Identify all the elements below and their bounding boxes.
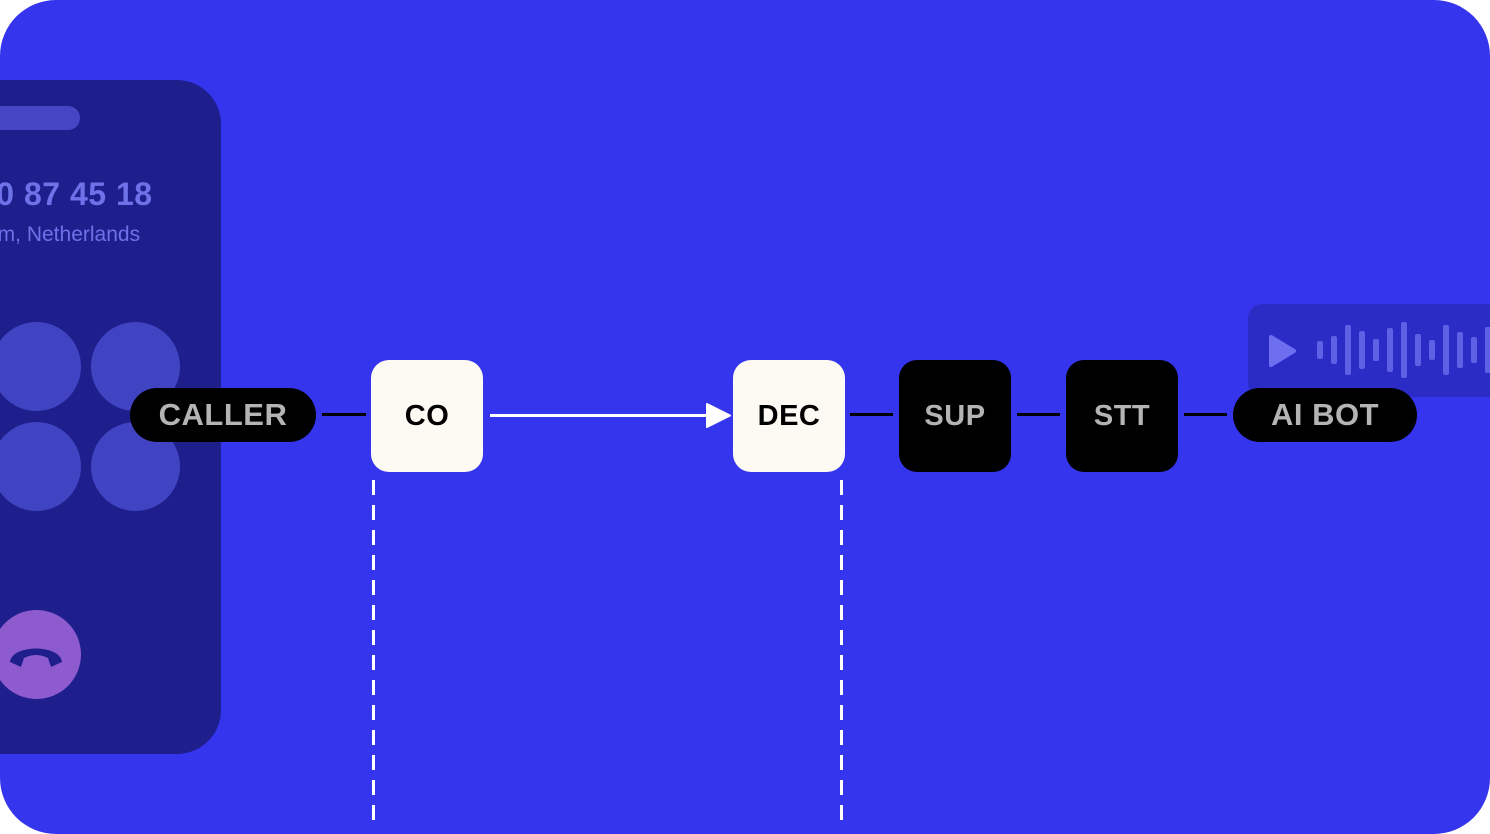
co-node: CO: [371, 360, 483, 472]
caller-node: CALLER: [130, 388, 316, 442]
waveform-bar: [1471, 337, 1477, 363]
waveform-bar: [1457, 332, 1463, 368]
connector-line: [322, 413, 366, 416]
waveform-bar: [1345, 325, 1351, 375]
keypad-button[interactable]: [0, 322, 81, 411]
waveform-bar: [1331, 336, 1337, 364]
phone-location: am, Netherlands: [0, 223, 141, 246]
waveform-bar: [1415, 334, 1421, 366]
connector-line: [1184, 413, 1227, 416]
waveform-icon: [1317, 322, 1490, 378]
arrow-connector: [490, 403, 731, 428]
waveform-bar: [1401, 322, 1407, 378]
waveform-bar: [1359, 331, 1365, 369]
sup-node: SUP: [899, 360, 1011, 472]
dashed-line: [372, 480, 375, 820]
connector-line: [1017, 413, 1060, 416]
audio-player-card: [1248, 304, 1490, 397]
keypad-button[interactable]: [0, 422, 81, 511]
waveform-bar: [1443, 325, 1449, 375]
waveform-bar: [1485, 327, 1490, 373]
phone-hangup-icon: [10, 648, 62, 667]
phone-notch: [0, 106, 80, 130]
hangup-button[interactable]: [0, 610, 81, 699]
dec-node: DEC: [733, 360, 845, 472]
waveform-bar: [1373, 339, 1379, 361]
waveform-bar: [1387, 328, 1393, 372]
waveform-bar: [1429, 340, 1435, 360]
phone-number: 20 87 45 18: [0, 176, 153, 212]
ai-bot-node: AI BOT: [1233, 388, 1417, 442]
play-icon[interactable]: [1269, 335, 1296, 367]
connector-line: [850, 413, 893, 416]
dashed-line: [840, 480, 843, 820]
stt-node: STT: [1066, 360, 1178, 472]
waveform-bar: [1317, 341, 1323, 359]
